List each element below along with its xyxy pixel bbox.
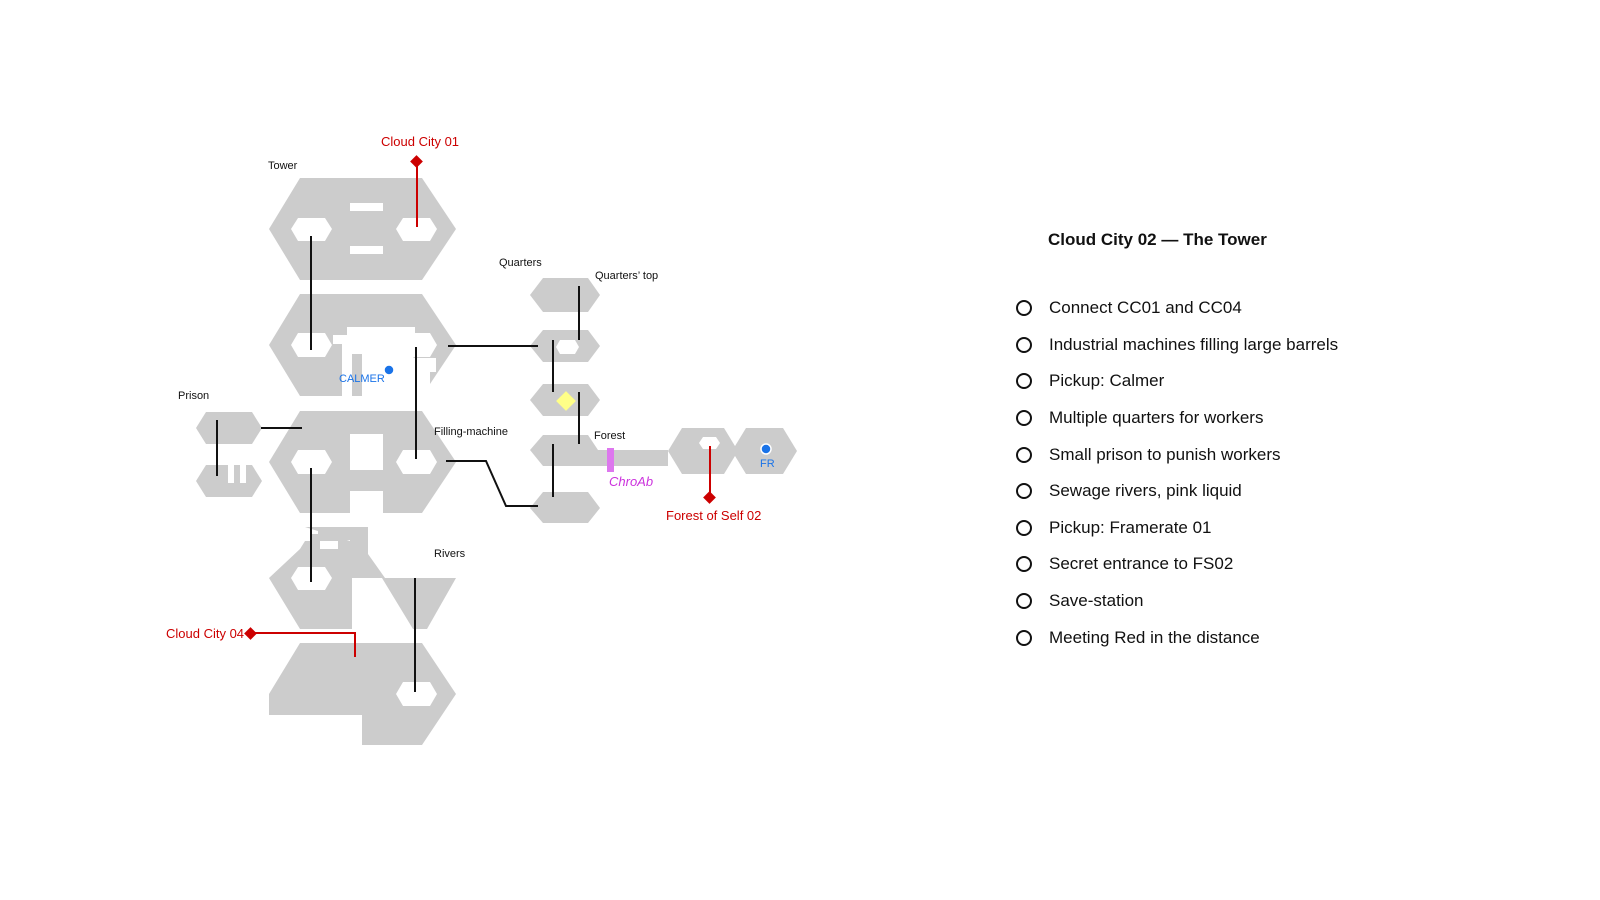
checklist-item-label: Multiple quarters for workers bbox=[1049, 408, 1264, 428]
room-tower-middle[interactable] bbox=[269, 411, 456, 513]
room-quarters-bottom[interactable] bbox=[530, 492, 600, 523]
exit-label-cc01: Cloud City 01 bbox=[381, 134, 459, 149]
pickup-framerate[interactable]: FR bbox=[760, 443, 775, 470]
checklist-item-label: Sewage rivers, pink liquid bbox=[1049, 481, 1242, 501]
area-label-tower: Tower bbox=[268, 160, 298, 172]
unchecked-circle-icon[interactable] bbox=[1016, 446, 1032, 463]
unchecked-circle-icon[interactable] bbox=[1016, 300, 1032, 317]
checklist-item[interactable]: Small prison to punish workers bbox=[1016, 436, 1436, 473]
checklist-item[interactable]: Pickup: Framerate 01 bbox=[1016, 510, 1436, 547]
checklist-item-label: Save-station bbox=[1049, 591, 1144, 611]
checklist: Connect CC01 and CC04 Industrial machine… bbox=[1016, 290, 1436, 656]
checklist-panel: Cloud City 02 — The Tower Connect CC01 a… bbox=[1016, 230, 1436, 656]
unchecked-circle-icon[interactable] bbox=[1016, 593, 1032, 610]
room-quarters-top[interactable] bbox=[530, 278, 600, 312]
area-label-quarters-top: Quarters’ top bbox=[595, 270, 658, 282]
checklist-item[interactable]: Save-station bbox=[1016, 583, 1436, 620]
pickup-label-framerate: FR bbox=[760, 458, 775, 470]
room-prison-top[interactable] bbox=[196, 412, 262, 444]
room-tower-second[interactable] bbox=[269, 294, 456, 396]
checklist-item-label: Industrial machines filling large barrel… bbox=[1049, 334, 1339, 354]
checklist-item-label: Secret entrance to FS02 bbox=[1049, 554, 1234, 574]
checklist-item[interactable]: Connect CC01 and CC04 bbox=[1016, 290, 1436, 327]
checklist-item[interactable]: Sewage rivers, pink liquid bbox=[1016, 473, 1436, 510]
exit-label-fs02: Forest of Self 02 bbox=[666, 508, 761, 523]
unchecked-circle-icon[interactable] bbox=[1016, 336, 1032, 353]
unchecked-circle-icon[interactable] bbox=[1016, 519, 1032, 536]
checklist-item-label: Pickup: Framerate 01 bbox=[1049, 517, 1212, 537]
pickup-label-calmer: CALMER bbox=[339, 373, 385, 385]
area-label-filling-machine: Filling-machine bbox=[434, 426, 508, 438]
room-tower-lower[interactable] bbox=[269, 527, 456, 629]
save-station[interactable] bbox=[556, 391, 576, 411]
unchecked-circle-icon[interactable] bbox=[1016, 410, 1032, 427]
pickup-calmer[interactable]: CALMER bbox=[339, 364, 395, 385]
exit-cloud-city-01[interactable]: Cloud City 01 bbox=[381, 134, 459, 227]
area-label-prison: Prison bbox=[178, 390, 209, 402]
checklist-item-label: Meeting Red in the distance bbox=[1049, 627, 1260, 647]
unchecked-circle-icon[interactable] bbox=[1016, 483, 1032, 500]
room-forest-1[interactable] bbox=[668, 428, 738, 474]
checklist-item[interactable]: Industrial machines filling large barrel… bbox=[1016, 327, 1436, 364]
room-tower-top[interactable] bbox=[269, 178, 456, 280]
area-label-rivers: Rivers bbox=[434, 548, 466, 560]
secret-chroab[interactable]: ChroAb bbox=[607, 448, 653, 489]
exit-label-cc04: Cloud City 04 bbox=[166, 626, 244, 641]
area-label-forest: Forest bbox=[594, 430, 625, 442]
checklist-item-label: Pickup: Calmer bbox=[1049, 371, 1165, 391]
checklist-title: Cloud City 02 — The Tower bbox=[1048, 230, 1267, 249]
checklist-item[interactable]: Multiple quarters for workers bbox=[1016, 400, 1436, 437]
room-forest-entry[interactable] bbox=[530, 435, 668, 466]
checklist-item[interactable]: Pickup: Calmer bbox=[1016, 363, 1436, 400]
unchecked-circle-icon[interactable] bbox=[1016, 556, 1032, 573]
checklist-item[interactable]: Secret entrance to FS02 bbox=[1016, 546, 1436, 583]
checklist-item[interactable]: Meeting Red in the distance bbox=[1016, 619, 1436, 656]
room-quarters-2[interactable] bbox=[530, 330, 600, 362]
checklist-item-label: Small prison to punish workers bbox=[1049, 444, 1281, 464]
connections bbox=[216, 236, 580, 692]
area-label-quarters: Quarters bbox=[499, 257, 542, 269]
room-tower-bottom[interactable] bbox=[269, 643, 456, 745]
checklist-item-label: Connect CC01 and CC04 bbox=[1049, 298, 1242, 318]
unchecked-circle-icon[interactable] bbox=[1016, 373, 1032, 390]
unchecked-circle-icon[interactable] bbox=[1016, 629, 1032, 646]
secret-label: ChroAb bbox=[609, 474, 653, 489]
room-prison-bottom[interactable] bbox=[196, 465, 262, 497]
